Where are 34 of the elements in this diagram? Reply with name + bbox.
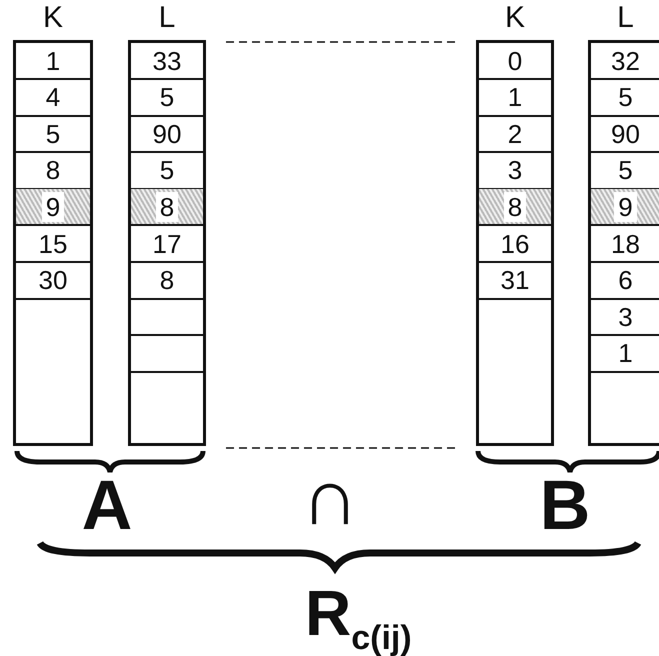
number-cell: 17 [131, 226, 203, 263]
column-header: L [158, 0, 176, 36]
number-cell: 8 [131, 262, 203, 300]
number-cell: 1 [16, 43, 90, 80]
column-header: K [504, 0, 526, 36]
result-label: R$_{c(ij)}$ [305, 578, 412, 656]
number-cell: 0 [479, 43, 551, 80]
number-cell: 3 [591, 299, 659, 336]
number-cell: 8 [131, 189, 203, 226]
number-cell: 32 [591, 43, 659, 80]
number-cell: 5 [591, 80, 659, 117]
intersection-symbol: ∩ [300, 462, 360, 532]
number-cell: 15 [16, 226, 90, 263]
number-cell: 5 [131, 80, 203, 117]
number-cell: 30 [16, 262, 90, 300]
number-cell: 18 [591, 226, 659, 263]
number-cell: 9 [16, 189, 90, 226]
number-cell: 1 [591, 336, 659, 373]
set-label: A [80, 470, 134, 540]
number-cell: 31 [479, 262, 551, 300]
number-cell: 4 [16, 80, 90, 117]
number-cell: 5 [16, 116, 90, 154]
number-cell: 8 [479, 189, 551, 226]
column-header: L [616, 0, 635, 36]
number-cell: 6 [591, 262, 659, 300]
set-label: B [538, 470, 592, 540]
number-cell: 1 [479, 80, 551, 117]
column-header: K [42, 0, 64, 36]
number-cell: 16 [479, 226, 551, 263]
number-cell: 2 [479, 116, 551, 154]
number-cell: 33 [131, 43, 203, 80]
number-cell: 90 [131, 116, 203, 154]
number-cell: 90 [591, 116, 659, 154]
number-cell: 9 [591, 189, 659, 226]
